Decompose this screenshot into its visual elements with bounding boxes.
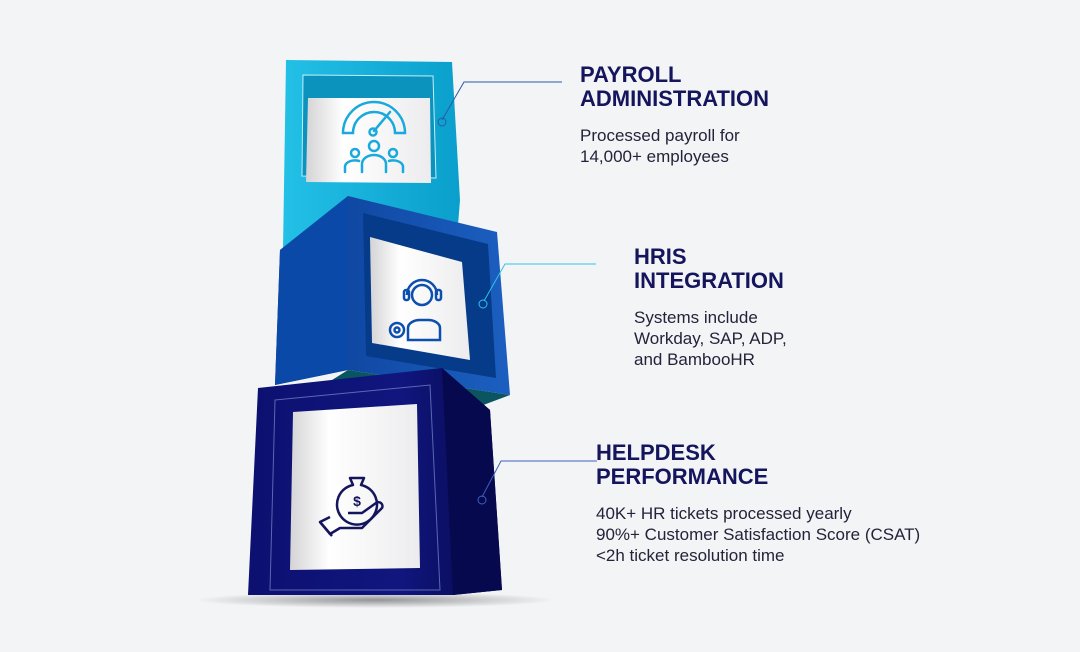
cube-payroll — [283, 60, 460, 250]
title-line: PAYROLL — [580, 62, 682, 87]
body-line: and BambooHR — [634, 350, 755, 369]
gauge-team-icon — [341, 100, 407, 174]
body-line: Processed payroll for — [580, 126, 740, 145]
title-line: PERFORMANCE — [596, 464, 769, 489]
body-line: <2h ticket resolution time — [596, 546, 785, 565]
hris-description: Systems include Workday, SAP, ADP, and B… — [634, 307, 787, 370]
connector-helpdesk — [477, 460, 597, 505]
connector-payroll — [437, 81, 562, 127]
title-line: ADMINISTRATION — [580, 86, 770, 111]
connector-hris — [478, 263, 596, 309]
body-line: 14,000+ employees — [580, 147, 729, 166]
payroll-description: Processed payroll for 14,000+ employees — [580, 125, 769, 167]
cube-helpdesk: $ — [248, 368, 502, 595]
svg-text:$: $ — [353, 493, 361, 509]
helpdesk-title: HELPDESK PERFORMANCE — [596, 441, 920, 489]
body-line: 40K+ HR tickets processed yearly — [596, 504, 852, 523]
payroll-section: PAYROLL ADMINISTRATION Processed payroll… — [580, 63, 769, 167]
helpdesk-section: HELPDESK PERFORMANCE 40K+ HR tickets pro… — [596, 441, 920, 566]
title-line: HRIS — [634, 244, 687, 269]
body-line: 90%+ Customer Satisfaction Score (CSAT) — [596, 525, 921, 544]
helpdesk-description: 40K+ HR tickets processed yearly 90%+ Cu… — [596, 503, 920, 566]
body-line: Workday, SAP, ADP, — [634, 329, 787, 348]
support-agent-gear-icon — [388, 278, 443, 342]
title-line: INTEGRATION — [634, 268, 784, 293]
body-line: Systems include — [634, 308, 758, 327]
payroll-title: PAYROLL ADMINISTRATION — [580, 63, 769, 111]
money-bag-hand-icon: $ — [318, 476, 384, 537]
hris-title: HRIS INTEGRATION — [634, 245, 787, 293]
title-line: HELPDESK — [596, 440, 716, 465]
hris-section: HRIS INTEGRATION Systems include Workday… — [634, 245, 787, 370]
floor-shadow — [195, 592, 555, 608]
